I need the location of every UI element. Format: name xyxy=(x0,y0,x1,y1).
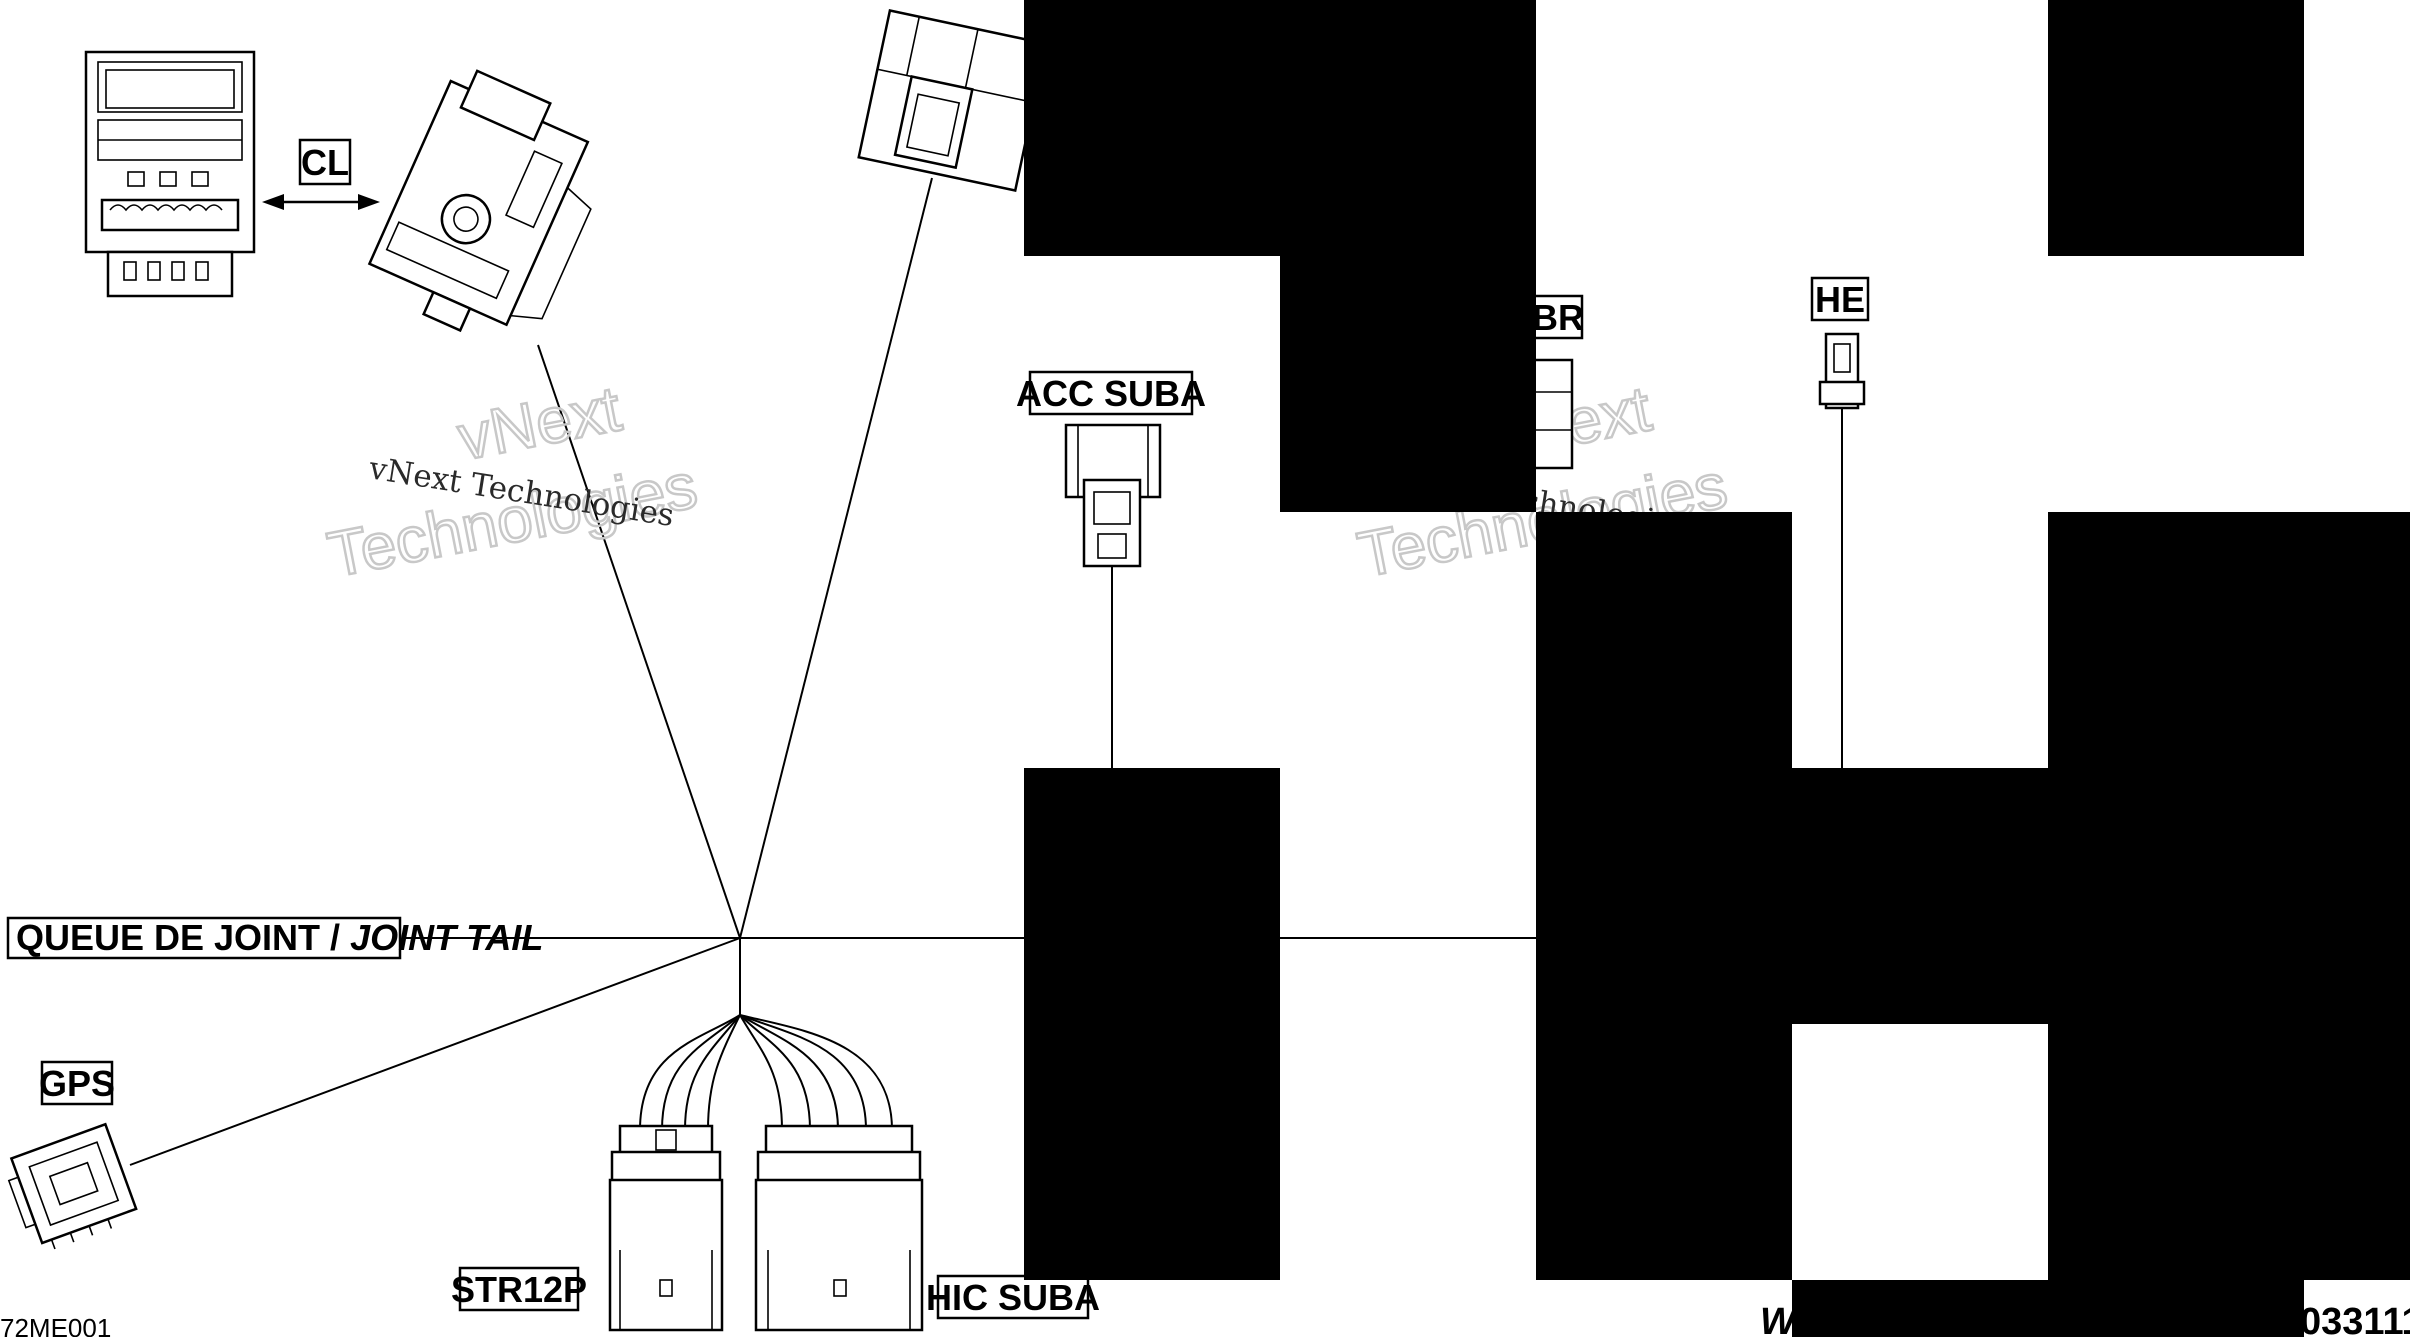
acc-suba-connector xyxy=(1064,423,1162,568)
gps-connector xyxy=(7,1122,138,1250)
wire-fan xyxy=(739,1014,893,1131)
wire-to-cl-connector xyxy=(537,344,741,939)
redaction-block xyxy=(1792,768,2048,1024)
wire-fan xyxy=(684,1014,741,1131)
hic-suba-connector xyxy=(754,1124,924,1332)
he-label: HE xyxy=(1815,279,1865,320)
joint-tail-label-fr: QUEUE DE JOINT / xyxy=(16,917,350,958)
redaction-block xyxy=(1536,512,1792,1280)
redaction-block xyxy=(1024,0,1536,256)
top-connector xyxy=(857,9,1048,193)
hic-suba-label: HIC SUBA xyxy=(926,1277,1100,1318)
hic-suba-label-box: HIC SUBA xyxy=(926,1274,1100,1320)
cl-double-arrow xyxy=(262,194,380,210)
wire-to-gps xyxy=(129,937,741,1166)
joint-tail-label-box: QUEUE DE JOINT / JOINT TAIL xyxy=(6,916,543,960)
redaction-block xyxy=(1792,1280,2304,1337)
footer-code-number: 033111 xyxy=(2300,1301,2410,1337)
wire-harness xyxy=(129,177,1843,1166)
he-connector xyxy=(1818,332,1866,410)
str12p-label: STR12P xyxy=(451,1269,587,1310)
wire-to-top-connector xyxy=(739,177,933,939)
str12p-label-box: STR12P xyxy=(451,1266,587,1312)
cl-mating-connector xyxy=(84,50,256,298)
wire-fan xyxy=(661,1014,741,1131)
joint-tail-label-en: JOINT TAIL xyxy=(350,917,543,958)
cl-label-box: CL xyxy=(298,138,352,186)
str12p-connector xyxy=(608,1124,724,1332)
br-label-box: BR xyxy=(1518,294,1584,340)
watermark-text: vNext xyxy=(452,372,627,474)
redaction-block xyxy=(1024,768,1280,1280)
wire-fan xyxy=(739,1014,783,1131)
gps-label-box: GPS xyxy=(39,1060,115,1106)
wire-fan xyxy=(707,1014,741,1131)
cl-label: CL xyxy=(301,142,349,183)
wire-fan xyxy=(739,1014,811,1131)
acc-suba-label-box: ACC SUBA xyxy=(1016,370,1206,416)
br-label: BR xyxy=(1532,297,1584,338)
redaction-blocks xyxy=(1024,0,2410,1337)
gps-label: GPS xyxy=(39,1063,115,1104)
footer-code-prefix: W xyxy=(1760,1301,1799,1337)
part-code-text: 72ME001 xyxy=(0,1313,111,1337)
redaction-block xyxy=(2048,0,2304,256)
joint-tail-label: QUEUE DE JOINT / JOINT TAIL xyxy=(16,917,543,958)
redaction-block xyxy=(1280,256,1536,512)
cl-connector xyxy=(367,69,592,333)
wire-fan xyxy=(639,1014,741,1131)
wire-fan xyxy=(739,1014,839,1131)
he-label-box: HE xyxy=(1810,276,1870,322)
wire-fan xyxy=(739,1014,867,1131)
acc-suba-label: ACC SUBA xyxy=(1016,373,1206,414)
br-connector xyxy=(1530,358,1574,470)
redaction-block xyxy=(2048,512,2410,1280)
